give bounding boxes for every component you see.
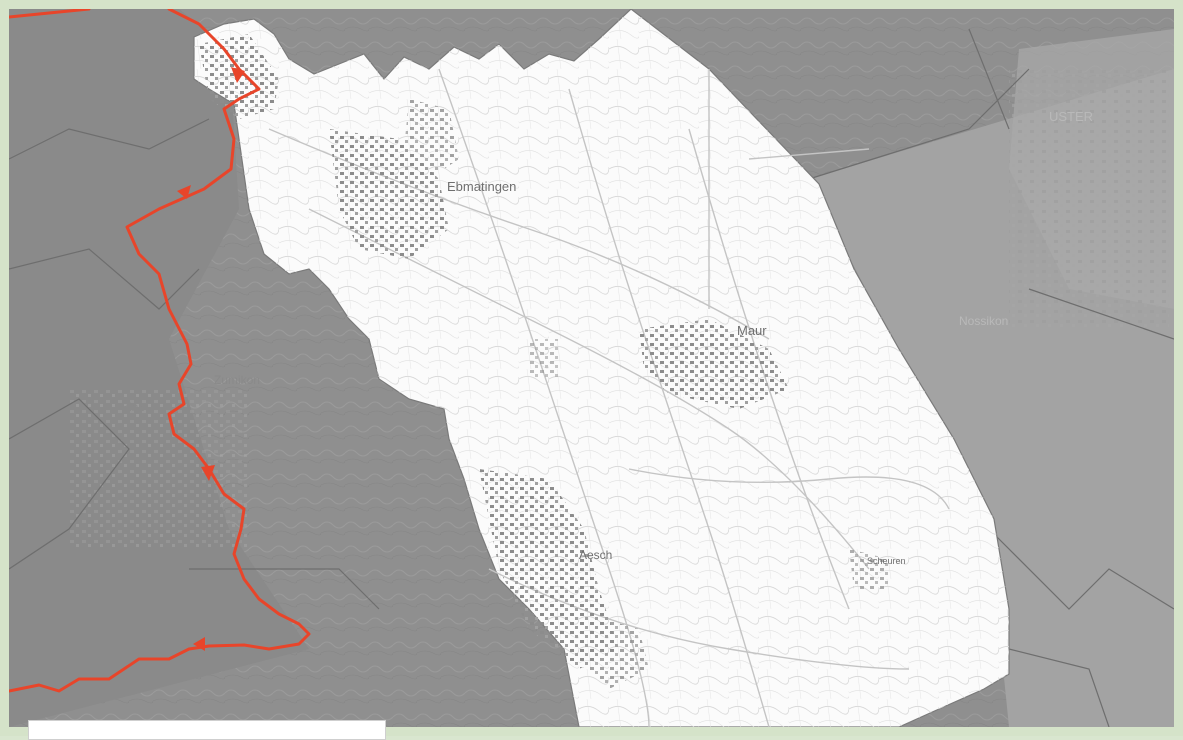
route-arrow-icon [193,637,205,651]
settlement-scheuren [849,549,889,589]
route-arrow-icon [177,185,191,199]
map-canvas[interactable]: Ebmatingen Maur Aesch Zumikon USTER Noss… [9,9,1174,727]
settlement-hamlet [529,339,559,379]
settlement-maur [639,319,789,409]
label-binz: Binz [121,400,144,414]
label-zumikon: Zumikon [214,373,260,387]
label-uster: USTER [1049,109,1093,124]
label-maur: Maur [737,323,767,338]
route-arrows [177,67,245,651]
outside-boundaries [9,28,1174,727]
settlement-ebmatingen-east [404,99,459,179]
route-arrow-icon [201,465,215,481]
uster-houses [1009,69,1169,329]
settlements [199,34,889,689]
route-line[interactable] [9,9,311,693]
label-nossikon: Nossikon [959,314,1008,328]
label-scheuren: Scheuren [867,556,906,566]
route-arrow-icon [231,67,245,83]
legend-box [28,720,386,740]
settlement-aesch-south [569,609,649,689]
label-aesch: Aesch [579,548,612,562]
zumikon-houses [69,389,249,549]
label-ebmatingen: Ebmatingen [447,179,516,194]
